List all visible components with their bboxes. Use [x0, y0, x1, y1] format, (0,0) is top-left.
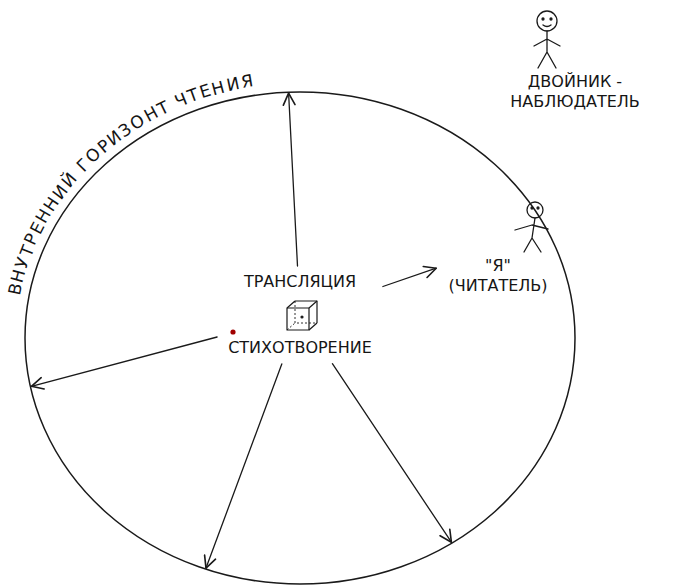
horizon-letter: И: [225, 73, 242, 95]
observer-mouth: [543, 25, 551, 27]
poem-node: ТРАНСЛЯЦИЯ СТИХОТВОРЕНИЕ: [219, 268, 381, 362]
cube-center-dot: [301, 316, 303, 318]
observer-head: [537, 11, 557, 31]
poem-label: СТИХОТВОРЕНИЕ: [225, 338, 375, 358]
arrow-connector: [289, 93, 298, 266]
reader-eye: [531, 207, 533, 209]
observer-label: ДВОЙНИК - НАБЛЮДАТЕЛЬ: [495, 72, 655, 112]
arrow-connector: [31, 337, 217, 386]
observer-body: [534, 31, 560, 68]
reader-stick-figure: [440, 198, 556, 256]
arrow-connector: [332, 364, 451, 543]
arrow-connector: [383, 268, 436, 286]
horizon-label: ВНУТРЕННИЙ ГОРИЗОНТ ЧТЕНИЯ: [3, 69, 259, 301]
reader-node: "Я" (ЧИТАТЕЛЬ): [440, 198, 556, 296]
horizon-letter: Я: [239, 71, 254, 93]
observer-stick-figure: [495, 8, 655, 72]
observer-node: ДВОЙНИК - НАБЛЮДАТЕЛЬ: [495, 8, 655, 112]
observer-eye: [550, 18, 552, 20]
arrow-connector: [206, 364, 282, 568]
reader-figure-lines: [515, 202, 548, 252]
translation-label: ТРАНСЛЯЦИЯ: [225, 272, 375, 292]
observer-eye: [542, 18, 544, 20]
reader-head: [527, 202, 543, 218]
cube-edges: [287, 301, 317, 330]
red-dot: [230, 329, 235, 334]
cube-icon: [225, 292, 375, 338]
reader-eye: [537, 207, 539, 209]
reader-label: "Я" (ЧИТАТЕЛЬ): [440, 256, 556, 296]
reader-body: [515, 218, 548, 252]
reading-horizon-circle: ТРАНСЛЯЦИЯ СТИХОТВОРЕНИЕ "Я" (ЧИТАТЕЛЬ)В…: [23, 90, 577, 586]
cube-drawing: [287, 301, 317, 330]
cube-hidden-edges: [287, 301, 317, 330]
horizon-circle: [25, 92, 575, 584]
observer-figure-lines: [534, 11, 560, 68]
